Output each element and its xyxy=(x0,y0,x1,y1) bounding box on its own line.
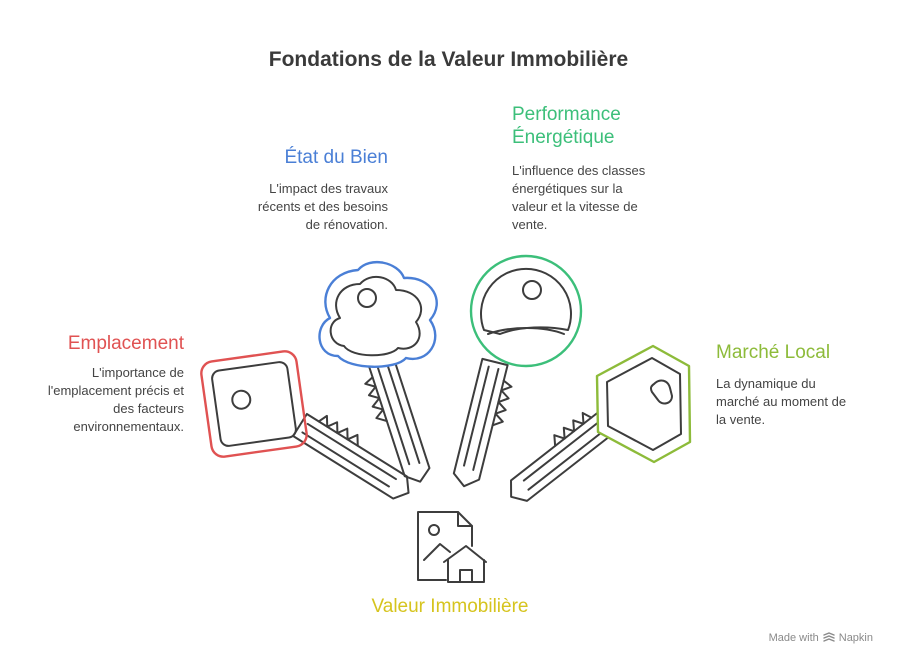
footer-made-with-napkin[interactable]: Made with Napkin xyxy=(769,632,873,644)
footer-text: Made with xyxy=(768,632,819,644)
footer-brand: Napkin xyxy=(838,632,873,644)
desc-etat-du-bien: L'impact des travaux récents et des beso… xyxy=(257,181,388,232)
house-photo-icon xyxy=(417,511,487,583)
desc-marche-local: La dynamique du marché au moment de la v… xyxy=(716,376,847,427)
key-performance-energetique xyxy=(452,254,583,488)
heading-emplacement: Emplacement xyxy=(67,333,184,354)
key-etat-du-bien xyxy=(318,261,438,483)
napkin-logo-icon xyxy=(823,632,835,642)
heading-marche-local: Marché Local xyxy=(716,342,831,363)
desc-performance-energetique: L'influence des classes énergétiques sur… xyxy=(512,163,646,232)
page-title: Fondations de la Valeur Immobilière xyxy=(268,48,629,71)
desc-emplacement: L'importance de l'emplacement précis et … xyxy=(47,365,184,434)
key-emplacement xyxy=(200,350,410,500)
center-label: Valeur Immobilière xyxy=(371,596,529,617)
heading-etat-du-bien: État du Bien xyxy=(284,147,388,168)
heading-performance-energetique: Performance Énergétique xyxy=(512,104,621,148)
key-marche-local xyxy=(510,344,692,502)
